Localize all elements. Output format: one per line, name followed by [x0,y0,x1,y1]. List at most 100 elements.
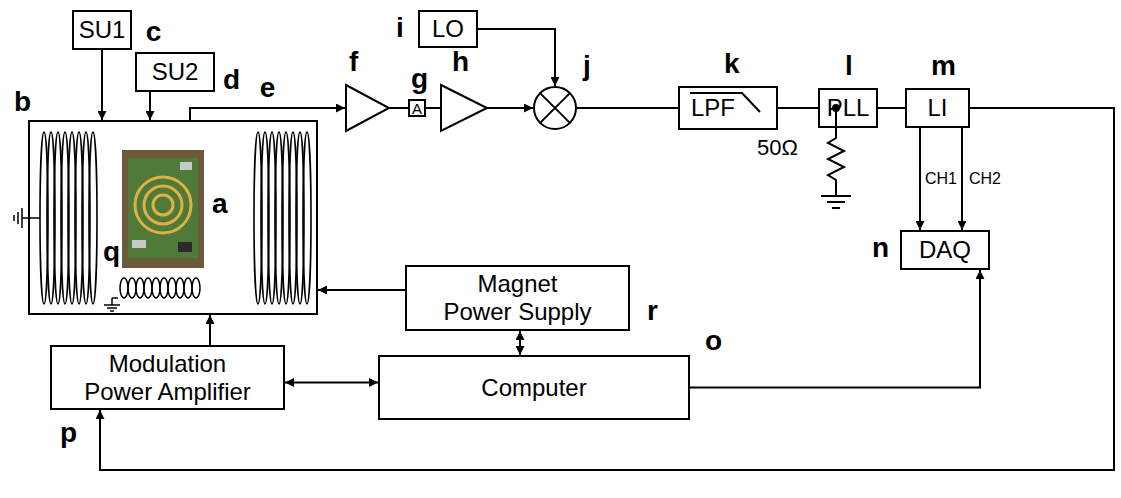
chip-board [122,150,204,268]
box-text: Computer [481,374,586,402]
signal-connector [878,107,905,109]
ground-bar [110,310,114,312]
ground-bar [13,215,15,221]
mixer-cross [540,93,571,124]
circle-outline [534,87,576,129]
coil-turn [184,278,192,298]
attenuator-box: Ag [408,99,426,117]
chip-trace [144,186,182,224]
box-text: A [412,101,422,116]
coil-turn [176,278,184,298]
signal-connector [919,128,921,230]
coil-turn [128,278,136,298]
box-text: Modulation Power Amplifier [77,350,259,405]
callout-letter: g [411,65,428,93]
power-supply-box: Magnet Power Supplyr [405,265,630,331]
callout-letter: f [349,48,358,76]
callout-letter: h [452,48,469,76]
ground-bar [21,208,23,228]
signal-connector [101,50,103,120]
signal-connector [961,128,963,230]
ground-bar [107,307,117,309]
computer-box: Computero [378,355,690,420]
ground-symbol [104,298,120,311]
filter-box: LPFk [678,86,778,130]
signal-connector [190,108,345,120]
ground-bar [104,304,120,306]
mixer-circle: j [533,86,577,130]
box-text: LO [432,15,464,43]
amplifier-triangle: h [440,84,488,132]
edge-label: e [259,74,277,102]
sample-chip-photo [122,150,204,268]
callout-letter: d [223,66,240,94]
callout-letter: i [396,14,404,42]
mixer-cross [540,93,571,124]
coil-turn [144,278,152,298]
signal-connector [519,331,521,355]
coil-turn [303,132,311,304]
signal-connector [577,107,678,109]
box-text: LI [927,94,947,122]
resistor-value: 50Ω [757,137,798,159]
edge-label: CH2 [968,171,1002,187]
callout-letter: o [705,327,722,355]
callout-letter: n [872,234,889,262]
shape-outline [345,84,390,132]
chip-trace [153,195,173,215]
amplifier-triangle: f [345,84,390,132]
callout-letter: l [845,52,853,80]
callout-letter: p [60,419,77,447]
callout-letter: k [724,50,740,78]
chip-component [180,162,192,170]
callout-letter: q [103,238,120,266]
callout-letter: m [931,52,956,80]
edge-label: CH1 [924,171,958,187]
signal-connector [209,315,211,345]
supply-box: SU2d [135,52,215,92]
signal-connector [690,270,980,388]
coil-turn [192,278,200,298]
chip-trace [135,177,191,233]
signal-connector [778,107,818,109]
callout-letter: b [14,88,31,116]
ground-bar [17,212,19,224]
coil-turn [136,278,144,298]
ground-bar [827,201,845,203]
daq-box: DAQn [900,230,990,270]
supply-box: SU1c [72,10,133,50]
signal-connector [390,107,408,109]
signal-connector [285,382,378,384]
ground-bar [821,195,851,197]
signal-connector [478,29,555,86]
chip-component [178,242,192,252]
chip-substrate [128,158,198,258]
coil-turn [160,278,168,298]
callout-letter: a [212,190,228,218]
solenoid-coil [254,132,311,304]
box-text: PLL [827,94,870,122]
signal-connector [318,289,405,291]
chip-component [132,240,146,248]
triangle-outline [346,85,389,131]
callout-letter: j [583,52,591,80]
box-text: DAQ [919,236,971,264]
coil-turn [89,132,97,304]
ground-wire [22,217,40,219]
modulation-coil [120,278,200,298]
signal-connector [149,92,151,120]
shape-outline [440,84,488,132]
sample-enclosure: b [28,120,318,315]
box-text: SU1 [79,16,126,44]
amplifier-box: Modulation Power Amplifierp [50,345,285,410]
signal-connector [488,107,533,109]
solenoid-coil [40,132,97,304]
signal-connector [426,107,440,109]
pll-box: PLLl [818,88,878,128]
ground-bar [832,207,840,209]
box-text: SU2 [152,58,199,86]
box-text: Magnet Power Supply [442,270,594,325]
coil-turn [120,278,128,298]
coil-turn [152,278,160,298]
